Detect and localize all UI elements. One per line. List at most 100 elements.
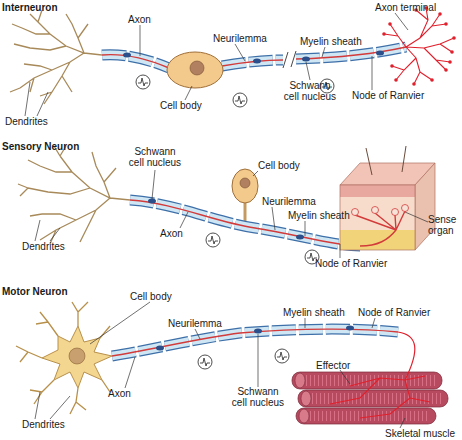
part-label: Neurilemma bbox=[262, 196, 316, 207]
section-heading: Interneuron bbox=[2, 2, 58, 13]
schwann-nuclei bbox=[123, 51, 384, 64]
part-label: Effector bbox=[316, 360, 350, 371]
skin-side bbox=[415, 163, 435, 250]
schwann-nucleus bbox=[148, 199, 156, 204]
part-label: Schwann cell nucleus bbox=[126, 146, 184, 168]
part-label: Neurilemma bbox=[213, 33, 267, 44]
action-potential-symbol bbox=[198, 355, 212, 369]
schwann-nuclei bbox=[156, 326, 354, 351]
part-label: Axon bbox=[108, 388, 131, 399]
myelin-outline bbox=[130, 200, 360, 246]
part-label: Cell body bbox=[130, 291, 172, 302]
part-label: Skeletal muscle bbox=[385, 428, 455, 439]
part-label: Myelin sheath bbox=[300, 36, 362, 47]
cell-body bbox=[232, 169, 258, 203]
terminal-bulb bbox=[452, 36, 456, 40]
cell-body bbox=[167, 52, 223, 88]
terminal-bulb bbox=[412, 82, 416, 86]
section-heading: Motor Neuron bbox=[2, 286, 68, 297]
axon-line bbox=[222, 60, 283, 66]
cell-nucleus bbox=[240, 178, 250, 188]
muscle-end bbox=[299, 409, 309, 423]
part-label: Node of Ranvier bbox=[352, 90, 424, 101]
skin-outline bbox=[340, 185, 415, 250]
terminal-bulb bbox=[448, 60, 452, 64]
sense-receptor bbox=[392, 209, 399, 216]
terminal-bulb bbox=[390, 64, 394, 68]
skin-epidermis bbox=[340, 185, 415, 197]
cell-body bbox=[42, 326, 112, 388]
myelin-outline bbox=[102, 55, 169, 68]
dendrite-tree bbox=[10, 10, 102, 104]
section-heading: Sensory Neuron bbox=[2, 141, 79, 152]
hair bbox=[366, 146, 406, 175]
leader-line bbox=[35, 170, 428, 258]
myelin-outline bbox=[222, 60, 283, 66]
part-label: Sense organ bbox=[428, 214, 460, 236]
leader-line bbox=[35, 302, 405, 428]
schwann-nucleus bbox=[296, 235, 304, 240]
muscle-striations bbox=[308, 393, 442, 404]
cell-nucleus bbox=[190, 61, 204, 75]
axon-line bbox=[102, 55, 169, 68]
motor-end-branches bbox=[330, 332, 430, 418]
myelin-sheath bbox=[296, 47, 406, 59]
part-label: Cell body bbox=[160, 100, 202, 111]
part-label: Axon terminal bbox=[375, 2, 436, 13]
terminal-bulbs bbox=[382, 6, 456, 86]
action-potential-symbol bbox=[275, 349, 289, 363]
schwann-nucleus bbox=[254, 329, 262, 334]
dendrite-tree bbox=[18, 146, 130, 244]
terminal-bulb bbox=[444, 22, 448, 26]
sense-receptors bbox=[352, 205, 409, 216]
muscle-end bbox=[301, 391, 311, 406]
terminal-bulb bbox=[438, 12, 442, 16]
part-label: Axon bbox=[160, 228, 183, 239]
schwann-nucleus bbox=[346, 326, 354, 331]
schwann-nucleus bbox=[253, 59, 261, 64]
part-label: Schwann cell nucleus bbox=[281, 80, 339, 102]
myelin-sheath bbox=[112, 329, 398, 356]
axon-line bbox=[355, 211, 405, 246]
myelin-outline bbox=[112, 329, 398, 356]
cell-nucleus bbox=[69, 348, 85, 364]
schwann-nucleus bbox=[376, 51, 384, 56]
terminal-bulb bbox=[430, 78, 434, 82]
muscle-fiber bbox=[298, 390, 448, 407]
part-label: Dendrites bbox=[5, 116, 48, 127]
leader-line bbox=[25, 13, 408, 116]
part-label: Dendrites bbox=[22, 241, 65, 252]
action-potential-symbol bbox=[136, 75, 150, 89]
axon-line bbox=[296, 47, 406, 59]
schwann-nucleus bbox=[302, 57, 310, 62]
muscle-striations bbox=[306, 411, 430, 421]
skin-fat bbox=[340, 230, 415, 250]
part-label: Node of Ranvier bbox=[358, 307, 430, 318]
sense-receptor bbox=[372, 207, 379, 214]
schwann-nucleus bbox=[123, 53, 131, 58]
axon-line bbox=[112, 329, 398, 356]
action-potential-symbol bbox=[206, 233, 220, 247]
part-label: Dendrites bbox=[22, 419, 65, 430]
sense-receptor bbox=[352, 209, 359, 216]
myelin-sheath bbox=[222, 60, 283, 66]
myelin-outline bbox=[296, 47, 406, 59]
part-label: Axon bbox=[128, 14, 151, 25]
part-label: Node of Ranvier bbox=[315, 258, 387, 269]
muscle-fiber bbox=[296, 408, 436, 424]
myelin-sheath bbox=[130, 200, 360, 246]
terminal-bulb bbox=[450, 50, 454, 54]
muscle-fiber bbox=[292, 372, 442, 389]
schwann-nucleus bbox=[156, 346, 164, 351]
terminal-bulb bbox=[394, 78, 398, 82]
axon-break bbox=[283, 51, 296, 68]
action-potential-symbol bbox=[233, 93, 247, 107]
axon-line bbox=[130, 200, 360, 246]
part-label: Neurilemma bbox=[168, 318, 222, 329]
axon-terminal bbox=[384, 8, 454, 84]
myelin-sheath bbox=[102, 55, 169, 68]
terminal-bulb bbox=[382, 32, 386, 36]
terminal-bulb bbox=[444, 68, 448, 72]
